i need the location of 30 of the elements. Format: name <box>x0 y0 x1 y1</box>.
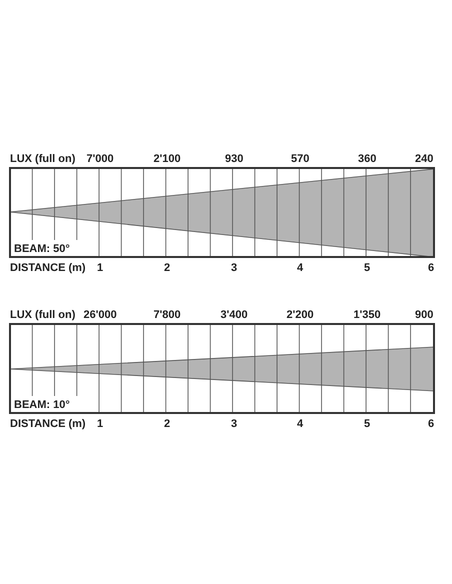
axis-title: DISTANCE (m) <box>10 418 86 430</box>
distance-value: 3 <box>231 262 238 274</box>
distance-value: 6 <box>428 418 434 430</box>
lux-value: 570 <box>291 153 310 165</box>
lux-value: 900 <box>415 309 434 321</box>
distance-value: 5 <box>364 418 370 430</box>
distance-value: 4 <box>297 262 304 274</box>
lux-value: 1'350 <box>354 309 381 321</box>
lux-value: 2'200 <box>286 309 314 321</box>
distance-value: 2 <box>164 418 170 430</box>
lux-value: 7'800 <box>154 309 181 321</box>
lux-value: 360 <box>358 153 376 165</box>
axis-title: DISTANCE (m) <box>10 262 86 274</box>
lux-value: 3'400 <box>220 309 248 321</box>
distance-value: 5 <box>364 262 370 274</box>
beam-angle-label: BEAM: 10° <box>14 399 70 411</box>
lux-value: 7'000 <box>86 153 114 165</box>
lux-value: 930 <box>225 153 244 165</box>
lux-value: 2'100 <box>154 153 181 165</box>
distance-value: 1 <box>97 418 104 430</box>
distance-value: 3 <box>231 418 238 430</box>
distance-value: 2 <box>164 262 170 274</box>
distance-value: 1 <box>97 262 104 274</box>
axis-title: LUX (full on) <box>10 153 76 165</box>
lux-value: 26'000 <box>84 309 117 321</box>
lux-value: 240 <box>415 153 434 165</box>
distance-value: 6 <box>428 262 434 274</box>
beam-angle-label: BEAM: 50° <box>14 243 70 255</box>
distance-value: 4 <box>297 418 304 430</box>
axis-title: LUX (full on) <box>10 309 76 321</box>
